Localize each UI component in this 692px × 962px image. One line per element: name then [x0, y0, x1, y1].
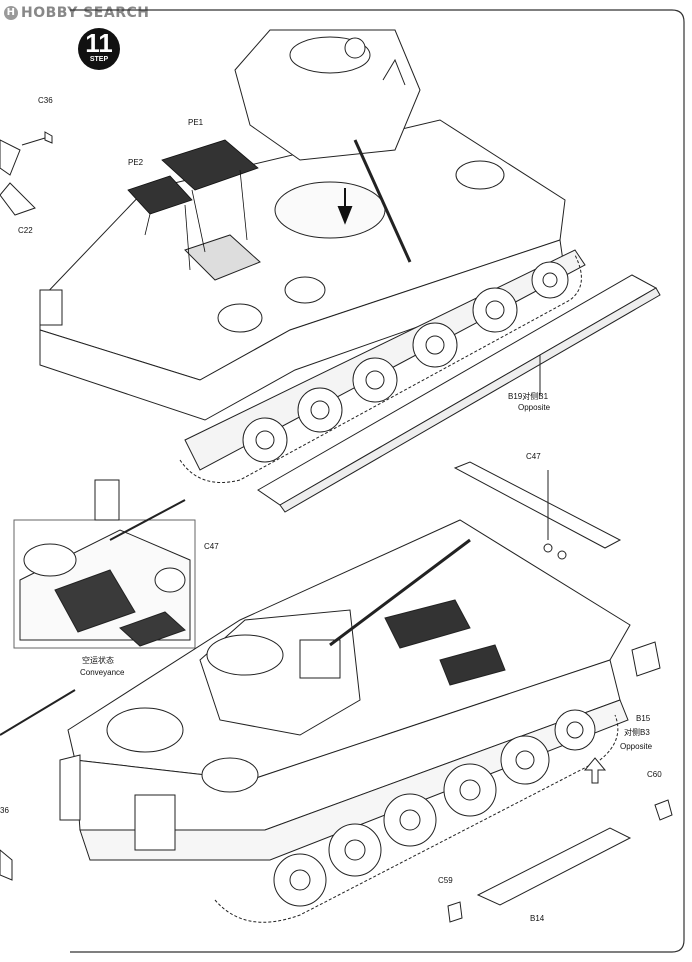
callout-c59: C59: [438, 876, 453, 885]
watermark-text: HOBBY SEARCH: [21, 5, 150, 21]
bottom-turret: [199, 538, 471, 736]
callout-c22: C22: [18, 226, 33, 235]
c47-rail: [453, 461, 622, 560]
top-turret: [234, 29, 421, 263]
small-parts-bottom: [0, 641, 673, 923]
callout-conveyance-en: Conveyance: [80, 668, 125, 677]
callout-conveyance-cn: 空运状态: [82, 656, 114, 665]
callout-c47-inset: C47: [204, 542, 219, 551]
page-frame: [70, 9, 685, 953]
callout-b15-opposite: Opposite: [620, 742, 653, 751]
step-number-badge: 11 STEP: [78, 28, 120, 70]
callout-c60: C60: [647, 770, 662, 779]
hobby-search-watermark: H HOBBY SEARCH: [4, 4, 149, 22]
b19-track-guard: [257, 274, 661, 513]
step-number: 11: [85, 28, 113, 58]
place-turret-arrow-icon: [337, 188, 353, 225]
callout-b19: B19对侧B1: [508, 392, 549, 401]
callout-b15-line: 对侧B3: [624, 728, 650, 737]
callout-c36-top: C36: [38, 96, 53, 105]
c22-part-drawing: [0, 131, 53, 216]
callout-b15: B15: [636, 714, 651, 723]
pe-mesh-screens: [127, 139, 259, 271]
hobby-search-logo-icon: H: [4, 6, 18, 20]
conveyance-inset: [13, 479, 196, 649]
step-label: STEP: [89, 56, 109, 63]
callout-36-bottom: 36: [0, 806, 9, 815]
callout-b19-opposite: Opposite: [518, 403, 551, 412]
top-vehicle-hull: [39, 119, 586, 483]
callout-b14: B14: [530, 914, 545, 923]
callout-pe2: PE2: [128, 158, 144, 167]
callout-pe1: PE1: [188, 118, 204, 127]
callout-c47-main: C47: [526, 452, 541, 461]
